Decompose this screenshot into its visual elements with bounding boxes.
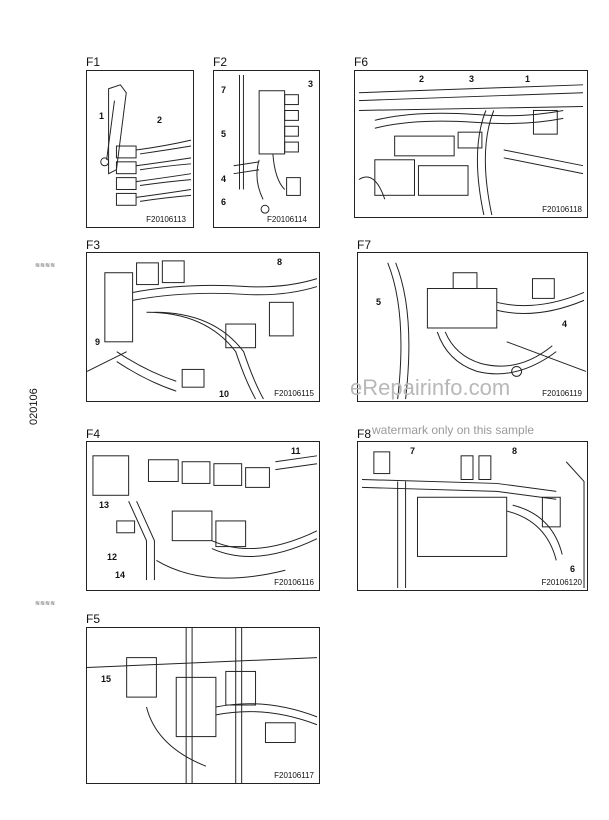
callout-6: 6 <box>221 197 227 207</box>
callout-5: 5 <box>376 297 382 307</box>
callout-9: 9 <box>95 337 101 347</box>
figure-code: F20106115 <box>273 389 315 398</box>
figure-f8-illustration <box>361 451 585 589</box>
figure-f3-illustration <box>87 260 318 400</box>
callout-15: 15 <box>101 674 112 684</box>
figure-code: F20106119 <box>541 389 583 398</box>
margin-mark: ≋≋≋≋ <box>35 263 56 269</box>
figure-code: F20106113 <box>145 215 187 224</box>
callout-8: 8 <box>512 446 518 456</box>
figure-f4: 11 13 12 14 F20106116 <box>86 441 320 591</box>
figure-label-f7: F7 <box>357 238 372 252</box>
callout-3: 3 <box>308 79 314 89</box>
figure-label-f8: F8 <box>357 427 372 441</box>
figure-f2-illustration <box>233 74 301 214</box>
figure-f7-illustration <box>387 262 587 400</box>
margin-mark: ≋≋≋≋ <box>35 601 56 607</box>
figure-label-f1: F1 <box>86 55 101 69</box>
figure-label-f4: F4 <box>86 427 101 441</box>
callout-14: 14 <box>115 570 126 580</box>
figure-f4-illustration <box>92 455 318 581</box>
callout-2: 2 <box>157 115 163 125</box>
callout-4: 4 <box>221 174 227 184</box>
figure-f6: 2 3 1 F20106118 <box>354 70 588 218</box>
figure-code: F20106114 <box>266 215 308 224</box>
callout-1: 1 <box>99 111 105 121</box>
figure-f6-illustration <box>358 84 584 216</box>
figure-f5: 15 F20106117 <box>86 627 320 784</box>
figure-f3: 8 9 10 F20106115 <box>86 252 320 402</box>
callout-11: 11 <box>291 446 301 456</box>
figure-f8: 7 8 6 F20106120 <box>357 441 588 591</box>
callout-8: 8 <box>277 257 283 267</box>
callout-7: 7 <box>221 85 227 95</box>
figure-f7: 5 4 F20106119 <box>357 252 588 402</box>
callout-2: 2 <box>419 74 425 84</box>
figure-f1: 1 2 F20106113 <box>86 70 194 228</box>
figure-label-f3: F3 <box>86 238 101 252</box>
figure-label-f6: F6 <box>354 55 369 69</box>
callout-13: 13 <box>99 500 110 510</box>
figure-f2: 3 7 5 4 6 F20106114 <box>213 70 320 228</box>
callout-4: 4 <box>562 319 568 329</box>
figure-f1-illustration <box>100 84 192 206</box>
figure-code: F20106118 <box>541 205 583 214</box>
figure-label-f5: F5 <box>86 612 101 626</box>
figure-code: F20106120 <box>540 578 583 587</box>
callout-3: 3 <box>469 74 475 84</box>
figure-f5-illustration <box>87 628 318 783</box>
watermark-logo: eRepairinfo.com <box>350 375 511 400</box>
watermark-note: watermark only on this sample <box>372 423 535 437</box>
callout-6: 6 <box>570 564 576 574</box>
figure-label-f2: F2 <box>213 55 228 69</box>
figure-code: F20106116 <box>273 578 315 587</box>
figure-code: F20106117 <box>273 771 315 780</box>
callout-5: 5 <box>221 129 227 139</box>
callout-1: 1 <box>525 74 531 84</box>
callout-7: 7 <box>410 446 416 456</box>
callout-10: 10 <box>219 389 230 399</box>
page-side-code: 020106 <box>28 388 40 425</box>
callout-12: 12 <box>107 552 118 562</box>
